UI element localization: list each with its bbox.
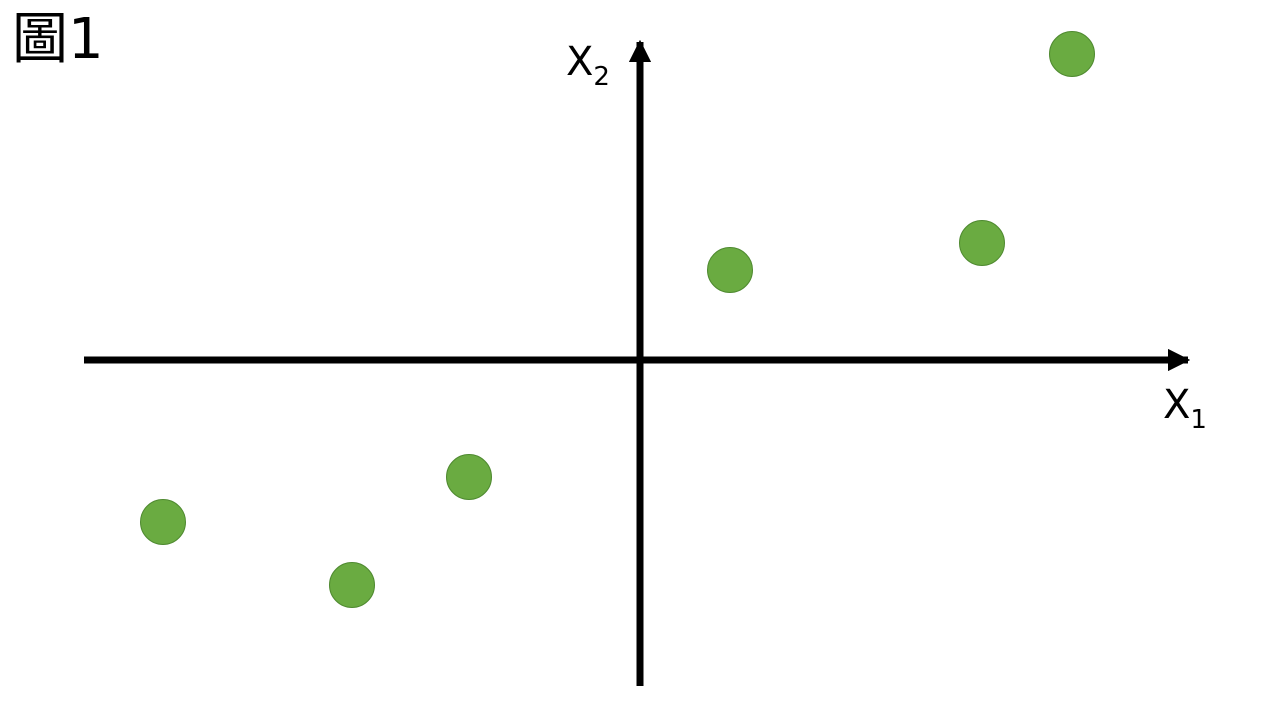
data-point [446, 454, 492, 500]
data-point [1049, 31, 1095, 77]
data-points [140, 31, 1095, 608]
axis-labels: X1 X2 [566, 39, 1207, 435]
x-axis-label: X1 [1163, 382, 1207, 435]
figure-title: 圖1 [12, 7, 104, 72]
data-point [707, 247, 753, 293]
data-point [959, 220, 1005, 266]
data-point [140, 499, 186, 545]
data-point [329, 562, 375, 608]
axes [84, 39, 1191, 686]
y-axis-label: X2 [566, 39, 610, 92]
